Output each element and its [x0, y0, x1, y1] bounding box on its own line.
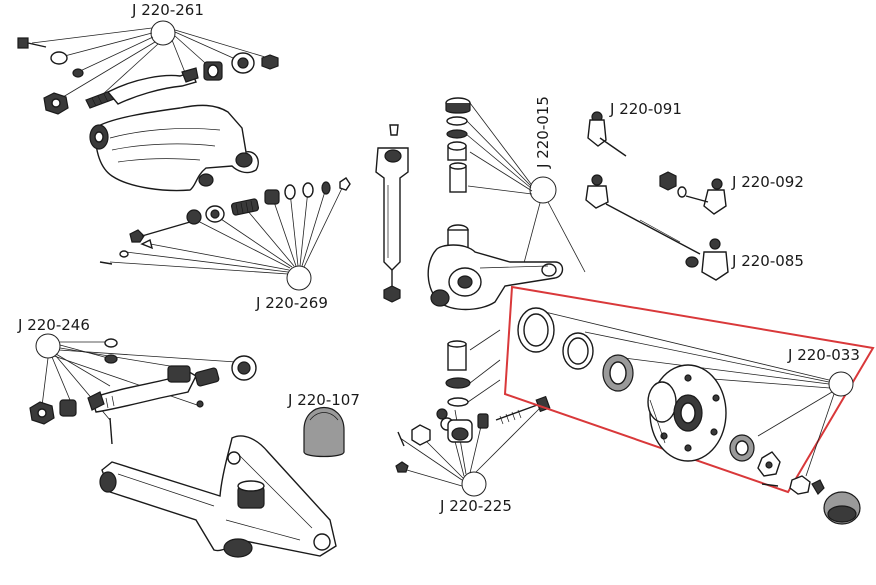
hub-lock-nut-part: [789, 475, 825, 495]
wheel-hub-part: [647, 364, 727, 462]
label-j220-033: J 220-033: [787, 346, 860, 364]
nut-246-left: [29, 401, 55, 425]
shim-part: [446, 129, 468, 139]
bushing-015-lower: [449, 162, 467, 193]
steering-knuckle: [427, 224, 564, 311]
label-j220-091: J 220-091: [609, 100, 682, 118]
callout-hub-j220-225: [461, 471, 487, 497]
split-pin-part: [397, 431, 405, 447]
outer-race-part: [562, 332, 594, 370]
callout-hub-j220-261: [150, 20, 176, 46]
group-j220-261: J 220-261: [17, 1, 279, 115]
pin-246: [109, 417, 113, 445]
large-bushing-part: [231, 52, 255, 74]
tie-rod-end-085: [685, 238, 729, 281]
bushing-015-upper: [447, 141, 467, 161]
long-bolt-part: [129, 221, 191, 243]
label-j220-015: J 220-015: [534, 96, 552, 169]
outer-bearing-part: [729, 434, 755, 462]
bushing-246-left: [59, 399, 77, 417]
label-j220-085: J 220-085: [731, 252, 804, 270]
small-bolt-part: [395, 461, 409, 473]
ball-joint-cap-part: [659, 171, 687, 198]
tie-rod-assembly: [585, 174, 701, 255]
castle-nut-part: [411, 424, 431, 446]
grease-seal-part: [517, 307, 555, 353]
bushing-part: [203, 61, 223, 81]
cotter-pin-part: [99, 261, 113, 265]
callout-hub-j220-269: [286, 265, 312, 291]
group-j220-225: J 220-225: [395, 395, 551, 515]
label-j220-092: J 220-092: [731, 173, 804, 191]
group-j220-085: J 220-085: [685, 238, 804, 281]
washer-246-a: [104, 338, 118, 348]
dust-cap-part: [303, 406, 345, 458]
bolt-part: [17, 37, 47, 49]
seal-ring-part: [445, 97, 471, 114]
washer-246-b: [104, 354, 118, 364]
leader-lines-j220-269: [109, 183, 345, 275]
hub-split-pin: [761, 483, 779, 487]
ring-part-3: [321, 181, 331, 195]
small-washer-269: [119, 250, 129, 258]
ball-stud-part: [436, 408, 473, 443]
hub-nut-part: [757, 451, 781, 477]
ring-part-1: [284, 184, 296, 200]
leader-lines-j220-033: [544, 311, 835, 477]
tie-rod-end-092: [685, 178, 727, 215]
bushing-269: [186, 205, 225, 225]
lower-arm-lever: [87, 365, 220, 413]
bushing-246-right: [231, 355, 257, 381]
group-j220-033: J 220-033: [503, 285, 875, 525]
label-j220-246: J 220-246: [17, 316, 90, 334]
tie-rod-end-091: [587, 111, 627, 157]
group-j220-091: J 220-091: [587, 100, 682, 157]
highlight-frame: [503, 285, 875, 494]
inner-bearing-part: [602, 354, 634, 392]
lower-control-arm: [99, 435, 337, 558]
end-nut-part: [339, 177, 351, 191]
group-j220-015: J 220-015: [445, 96, 586, 279]
label-j220-269: J 220-269: [255, 294, 328, 312]
group-j220-107: J 220-107: [287, 391, 360, 458]
small-nut-part: [261, 54, 279, 70]
washer-part: [50, 51, 68, 65]
group-j220-246: J 220-246: [17, 316, 257, 445]
clip-part: [140, 238, 154, 250]
upper-control-arm: [89, 104, 259, 192]
nut-part: [43, 92, 69, 115]
stud-bushing-part: [477, 413, 489, 429]
label-j220-107: J 220-107: [287, 391, 360, 409]
label-j220-225: J 220-225: [439, 497, 512, 515]
leader-lines-j220-261: [31, 27, 276, 101]
label-j220-261: J 220-261: [131, 1, 204, 19]
small-washer-part: [72, 68, 84, 78]
sleeve-part: [264, 189, 280, 205]
arm-lever-part: [106, 71, 197, 105]
kingpin-nut: [383, 285, 401, 303]
group-j220-092: J 220-092: [585, 171, 804, 255]
lower-bushings: [445, 329, 501, 407]
group-j220-269: J 220-269: [99, 177, 351, 312]
leader-lines-j220-015: [465, 102, 586, 279]
callout-hub-j220-015: [529, 176, 557, 204]
kingpin-assembly: [375, 124, 409, 303]
threaded-sleeve-part: [230, 198, 260, 216]
arm-stud-part: [181, 67, 199, 83]
ring-part-2: [302, 182, 314, 198]
callout-hub-j220-033: [828, 371, 854, 397]
grease-cap-part: [823, 491, 861, 525]
thrust-washer-part: [446, 116, 468, 126]
